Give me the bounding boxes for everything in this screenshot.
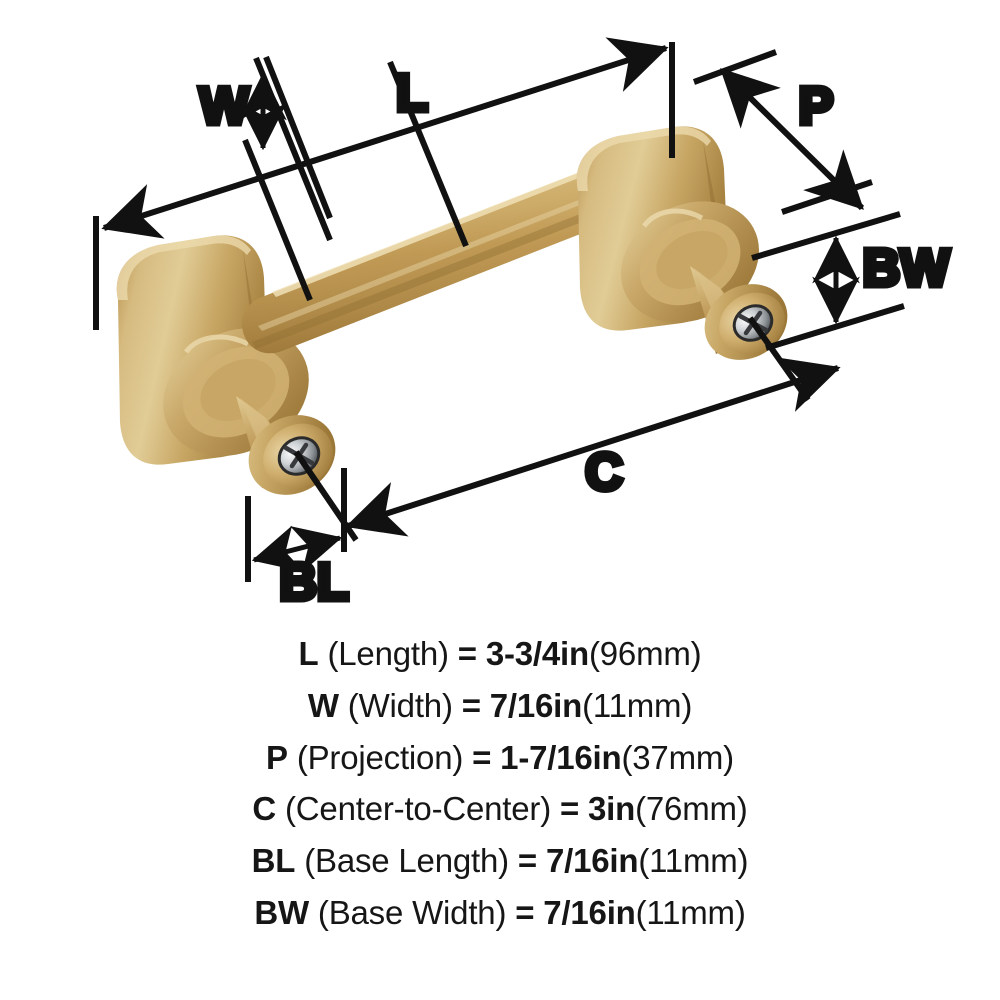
spec-eq-c: = — [559, 790, 580, 828]
spec-metric-w: (11mm) — [582, 686, 693, 724]
left-flange-hub — [200, 358, 276, 422]
specification-list: L (Length) = 3-3/4in(96mm) W (Width) = 7… — [0, 618, 1000, 1000]
spec-code-p: P — [266, 738, 288, 776]
bl-dimension-arrow — [251, 525, 343, 573]
handle-bar-lower-shadow — [252, 212, 610, 349]
dimension-label-bw: BW — [863, 240, 951, 298]
dimension-label-l: L — [396, 65, 428, 123]
left-flange-gloss — [184, 334, 250, 354]
spec-imperial-w: 7/16in — [489, 686, 583, 724]
spec-code-bl: BL — [251, 842, 296, 880]
spec-metric-bl: (11mm) — [638, 842, 749, 880]
spec-metric-c: (76mm) — [635, 790, 748, 828]
spec-eq-bl: = — [517, 842, 537, 880]
product-diagram: L W P BW C — [93, 37, 954, 615]
spec-imperial-l: 3-3/4in — [485, 635, 589, 672]
c-dimension-arrow — [345, 357, 841, 537]
dimension-label-p: P — [799, 78, 834, 136]
p-ext-upper — [692, 49, 778, 85]
spec-name-l: (Length) — [327, 635, 449, 672]
spec-row-bw: BW (Base Width) = 7/16in(11mm) — [254, 887, 745, 939]
dimension-annotations: L W P BW C — [93, 37, 953, 615]
handle-bar-mid-sheen — [258, 195, 608, 331]
spec-code-c: C — [252, 790, 277, 828]
spec-eq-l: = — [457, 635, 477, 672]
dimension-label-w: W — [199, 78, 249, 136]
spec-row-bl: BL (Base Length) = 7/16in(11mm) — [252, 835, 749, 887]
spec-row-l: L (Length) = 3-3/4in(96mm) — [299, 628, 702, 680]
dimension-label-c: C — [585, 444, 623, 502]
diagram-svg: L W P BW C — [93, 37, 954, 615]
l-dimension-arrow — [101, 37, 669, 239]
left-post-highlight — [116, 235, 251, 300]
spec-code-bw: BW — [254, 893, 309, 931]
spec-row-p: P (Projection) = 1-7/16in(37mm) — [266, 732, 734, 784]
spec-name-bw: (Base Width) — [317, 893, 507, 931]
spec-name-c: (Center-to-Center) — [285, 790, 551, 828]
spec-eq-p: = — [472, 738, 492, 776]
spec-name-p: (Projection) — [296, 738, 464, 776]
spec-code-l: L — [298, 635, 319, 672]
spec-metric-l: (96mm) — [588, 635, 702, 672]
spec-code-w: W — [307, 686, 339, 724]
spec-name-bl: (Base Length) — [304, 842, 509, 880]
w-ext-b — [242, 138, 313, 302]
spec-name-w: (Width) — [347, 686, 453, 724]
spec-imperial-c: 3in — [588, 790, 636, 828]
handle-bar-top-highlight — [272, 162, 628, 297]
spec-imperial-p: 1-7/16in — [500, 738, 622, 776]
dimension-label-bl: BL — [279, 554, 348, 612]
spec-imperial-bw: 7/16in — [543, 893, 636, 931]
spec-metric-p: (37mm) — [621, 738, 734, 776]
spec-eq-w: = — [461, 686, 481, 724]
right-flange-hub — [656, 230, 728, 290]
p-dimension-arrow — [719, 67, 865, 211]
spec-imperial-bl: 7/16in — [545, 842, 639, 880]
spec-eq-bw: = — [515, 893, 535, 931]
spec-row-c: C (Center-to-Center) = 3in(76mm) — [252, 783, 747, 835]
bw-ext-lower — [765, 303, 905, 351]
spec-row-w: W (Width) = 7/16in(11mm) — [308, 680, 692, 732]
left-flange — [163, 328, 309, 456]
spec-metric-bw: (11mm) — [635, 893, 746, 931]
